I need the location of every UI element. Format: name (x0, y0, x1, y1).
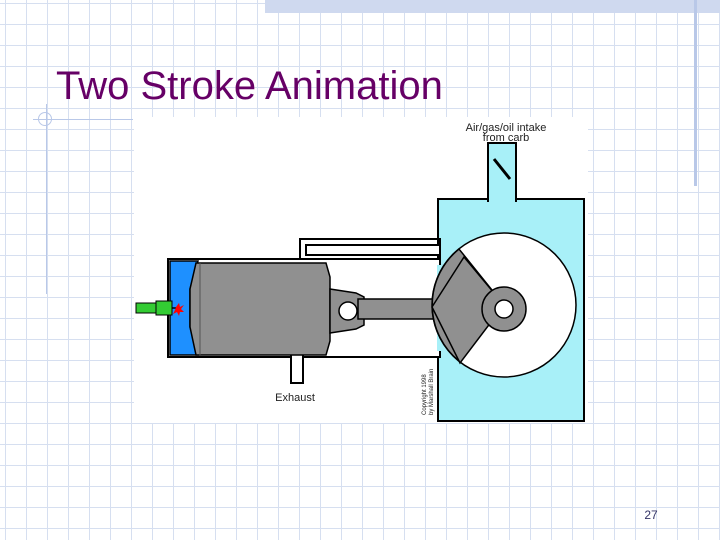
crank-pin (494, 299, 514, 319)
header-accent-band (265, 0, 720, 13)
piston (189, 262, 331, 356)
right-accent-rule (694, 0, 697, 186)
intake-port (487, 142, 517, 202)
transfer-port-passage (305, 244, 441, 256)
wrist-pin (338, 301, 358, 321)
spark-plug-tip (155, 300, 173, 316)
exhaust-port-mouth (292, 353, 302, 359)
copyright-notice: Copyright 1998 by Marshall Brain (422, 369, 435, 415)
intake-label-line2: from carb (483, 132, 529, 144)
engine-diagram: Air/gas/oil intake from carb Exhaust Cop… (134, 117, 588, 423)
exhaust-label: Exhaust (275, 392, 315, 404)
copyright-line1: Copyright 1998 (422, 374, 428, 415)
exhaust-port (290, 354, 304, 384)
reed-valve (492, 158, 512, 180)
slide-title: Two Stroke Animation (56, 64, 443, 108)
copyright-line2: by Marshall Brain (429, 369, 435, 415)
spark-icon (173, 303, 184, 316)
intake-port-mouth (489, 197, 515, 203)
connecting-rod-shank (357, 298, 445, 320)
decorative-circle-ornament (38, 112, 52, 126)
intake-label-line1: Air/gas/oil intake (466, 122, 547, 134)
decorative-vertical-line (46, 104, 47, 294)
spark-plug-body (135, 302, 159, 314)
slide-page-number: 27 (644, 508, 658, 522)
decorative-horizontal-line (33, 119, 133, 120)
